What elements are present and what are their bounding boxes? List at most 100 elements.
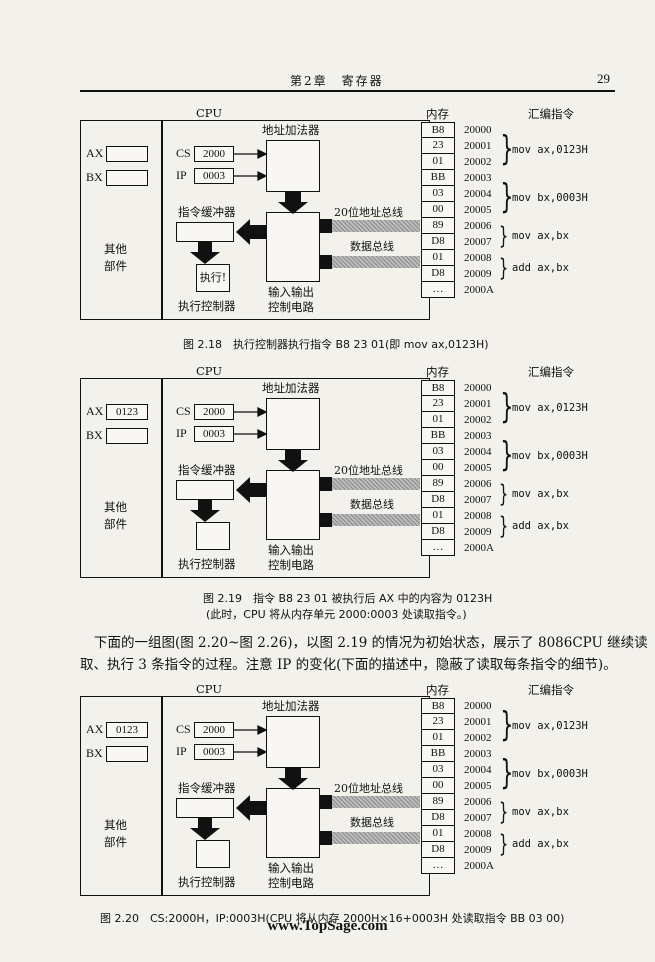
memory-address: 20008 xyxy=(464,252,492,264)
execution-controller-label: 执行控制器 xyxy=(178,299,236,313)
ax-register xyxy=(106,146,148,162)
ip-label: IP xyxy=(176,426,187,440)
asm-instruction-3: mov ax,bx xyxy=(512,806,569,818)
address-bus-connector xyxy=(320,477,332,491)
arrows-layer xyxy=(190,148,308,264)
memory-cell: D8 xyxy=(421,842,455,858)
memory-address: 20005 xyxy=(464,462,492,474)
asm-instruction-4: add ax,bx xyxy=(512,520,569,532)
adder-to-io-arrow xyxy=(278,450,308,472)
brace-2: } xyxy=(500,435,514,475)
io-control-circuit xyxy=(266,788,320,858)
brace-3: } xyxy=(499,798,509,826)
arrows-layer xyxy=(190,406,308,522)
brace-2: } xyxy=(500,177,514,217)
memory-cell: 01 xyxy=(421,250,455,266)
memory-cell: D8 xyxy=(421,810,455,826)
ax-register: 0123 xyxy=(106,722,148,738)
brace-3: } xyxy=(499,480,509,508)
memory-address: 20000 xyxy=(464,382,492,394)
memory-address: 2000A xyxy=(464,542,494,554)
assembly-label: 汇编指令 xyxy=(528,365,574,379)
memory-address: 20007 xyxy=(464,236,492,248)
memory-address: 20007 xyxy=(464,494,492,506)
memory-cell: 00 xyxy=(421,460,455,476)
ip-register: 0003 xyxy=(194,744,234,760)
asm-instruction-3: mov ax,bx xyxy=(512,488,569,500)
memory-cell: D8 xyxy=(421,492,455,508)
memory-cell: 89 xyxy=(421,476,455,492)
arrows-layer xyxy=(190,724,308,840)
data-bus-label: 数据总线 xyxy=(350,498,394,511)
assembly-label: 汇编指令 xyxy=(528,683,574,697)
cpu-label: CPU xyxy=(196,364,223,378)
memory-cell: 03 xyxy=(421,444,455,460)
executor-box xyxy=(196,522,230,550)
memory-address: 20009 xyxy=(464,844,492,856)
address-bus-label: 20位地址总线 xyxy=(334,464,403,477)
memory-cell: BB xyxy=(421,746,455,762)
memory-cell: D8 xyxy=(421,266,455,282)
other-parts-label-1: 其他 xyxy=(104,500,127,514)
io-control-label-1: 输入输出 xyxy=(268,285,314,299)
adder-to-io-arrow xyxy=(278,192,308,214)
ip-arrowhead xyxy=(257,170,268,182)
memory-cell: B8 xyxy=(421,380,455,396)
ip-label: IP xyxy=(176,168,187,182)
memory-address: 20003 xyxy=(464,748,492,760)
brace-1: } xyxy=(500,387,514,427)
address-bus xyxy=(332,796,420,808)
memory-address: 20005 xyxy=(464,780,492,792)
instruction-buffer-label: 指令缓冲器 xyxy=(178,781,236,795)
memory-label: 内存 xyxy=(426,683,449,697)
memory-address: 20004 xyxy=(464,764,492,776)
ip-register: 0003 xyxy=(194,168,234,184)
io-to-buffer-arrow xyxy=(236,795,266,821)
bx-register xyxy=(106,746,148,762)
ax-label: AX xyxy=(86,146,104,160)
instruction-buffer-label: 指令缓冲器 xyxy=(178,205,236,219)
memory-cell: B8 xyxy=(421,122,455,138)
memory-cell: 89 xyxy=(421,794,455,810)
io-to-buffer-arrow xyxy=(236,477,266,503)
memory-address: 20006 xyxy=(464,220,492,232)
memory-cell: D8 xyxy=(421,524,455,540)
cpu-memory-figure-3: CPU 内存 汇编指令 AX 0123 BX 其他 部件 CS 2000 IP … xyxy=(0,682,655,925)
memory-cell: BB xyxy=(421,170,455,186)
asm-instruction-2: mov bx,0003H xyxy=(512,192,588,204)
cs-register: 2000 xyxy=(194,146,234,162)
memory-address: 2000A xyxy=(464,284,494,296)
memory-address: 2000A xyxy=(464,860,494,872)
memory-cell: … xyxy=(421,282,455,298)
memory-cell: … xyxy=(421,858,455,874)
asm-instruction-2: mov bx,0003H xyxy=(512,450,588,462)
ip-label: IP xyxy=(176,744,187,758)
brace-4: } xyxy=(499,830,509,858)
cpu-memory-figure-2: CPU 内存 汇编指令 AX 0123 BX 其他 部件 CS 2000 IP … xyxy=(0,364,655,621)
execution-controller-label: 执行控制器 xyxy=(178,557,236,571)
brace-2: } xyxy=(500,753,514,793)
cpu-label: CPU xyxy=(196,682,223,696)
address-bus-label: 20位地址总线 xyxy=(334,782,403,795)
instruction-buffer xyxy=(176,222,234,242)
buffer-to-executor-arrow xyxy=(190,500,220,522)
memory-address: 20008 xyxy=(464,510,492,522)
memory-cell: D8 xyxy=(421,234,455,250)
address-adder xyxy=(266,140,320,192)
data-bus-label: 数据总线 xyxy=(350,240,394,253)
bx-register xyxy=(106,428,148,444)
other-parts-label-2: 部件 xyxy=(104,517,127,531)
memory-address: 20008 xyxy=(464,828,492,840)
ax-register: 0123 xyxy=(106,404,148,420)
io-to-buffer-arrow xyxy=(236,219,266,245)
asm-instruction-1: mov ax,0123H xyxy=(512,720,588,732)
asm-instruction-1: mov ax,0123H xyxy=(512,402,588,414)
ip-arrowhead xyxy=(257,746,268,758)
address-adder-label: 地址加法器 xyxy=(262,381,320,395)
cs-register: 2000 xyxy=(194,722,234,738)
io-control-label-1: 输入输出 xyxy=(268,861,314,875)
